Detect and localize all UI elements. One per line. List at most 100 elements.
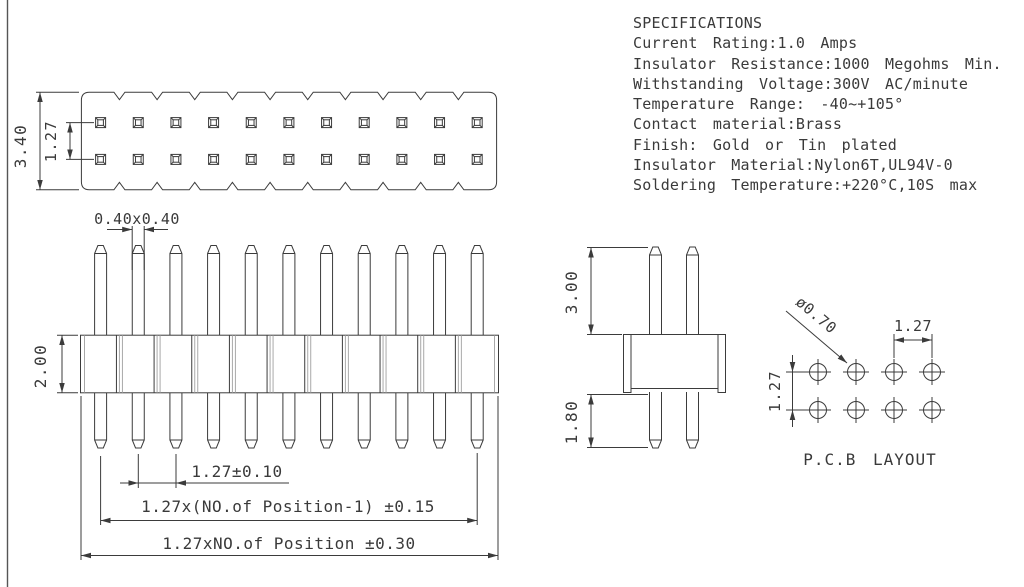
pin-bottom bbox=[686, 392, 699, 449]
spec-line: Current Rating:1.0 Amps bbox=[633, 34, 858, 53]
dim-label-pins-span: 1.27x(NO.of Position-1) ±0.15 bbox=[141, 497, 435, 516]
dim-pcb-pitch-h-lines bbox=[893, 334, 933, 358]
pin-contact bbox=[95, 117, 107, 129]
spec-line: Soldering Temperature:+220°C,10S max bbox=[633, 176, 978, 195]
spec-line: Insulator Resistance:1000 Megohms Min. bbox=[633, 54, 1002, 73]
pin-contact bbox=[208, 153, 220, 165]
pin-contact bbox=[170, 153, 182, 165]
dim-label-3-40: 3.40 bbox=[11, 124, 30, 169]
pin-top bbox=[244, 245, 258, 336]
top-view: 3.40 1.27 bbox=[11, 91, 498, 191]
pin-top bbox=[131, 245, 145, 336]
pin-top bbox=[207, 245, 221, 336]
pin-bottom bbox=[320, 392, 334, 449]
pin-top bbox=[649, 246, 662, 335]
pin-bottom bbox=[433, 392, 447, 449]
dim-top-view-height bbox=[36, 91, 79, 191]
pin-bottom bbox=[395, 392, 409, 449]
dim-top-pin-lines bbox=[587, 247, 648, 335]
pcb-hole bbox=[881, 359, 907, 385]
pin-contact bbox=[358, 153, 370, 165]
dim-body-span-lines bbox=[80, 396, 499, 560]
dim-pins-span-lines bbox=[100, 453, 478, 525]
pin-contact bbox=[170, 117, 182, 129]
dim-bottom-pin-lines bbox=[587, 394, 648, 448]
dim-label-2-00: 2.00 bbox=[31, 344, 50, 389]
end-view: 3.00 1.80 bbox=[562, 246, 726, 449]
dim-pin-pitch-lines bbox=[120, 454, 289, 488]
top-view-body-outline bbox=[80, 91, 498, 191]
pin-top bbox=[94, 245, 108, 336]
pin-contact bbox=[471, 117, 483, 129]
pin-bottom bbox=[169, 392, 183, 449]
front-view: 0.40x0.40 2.00 1.27±0. bbox=[31, 210, 499, 560]
pin-contact bbox=[471, 153, 483, 165]
specifications-block: SPECIFICATIONS Current Rating:1.0 Amps I… bbox=[633, 13, 1018, 196]
pin-bottom bbox=[470, 392, 484, 449]
hole-dia-leader-line bbox=[785, 310, 848, 364]
pin-contact bbox=[208, 117, 220, 129]
dim-label-row-pitch: 1.27 bbox=[42, 120, 60, 162]
front-view-body bbox=[80, 334, 499, 394]
pcb-hole bbox=[843, 397, 869, 423]
spec-line: Contact material:Brass bbox=[633, 115, 843, 134]
pin-contact bbox=[245, 153, 257, 165]
dim-label-pcb-pitch-h: 1.27 bbox=[894, 317, 932, 335]
pin-contact bbox=[95, 153, 107, 165]
specifications-title: SPECIFICATIONS bbox=[633, 14, 763, 32]
pin-top bbox=[686, 246, 699, 335]
pin-bottom bbox=[649, 392, 662, 449]
dim-label-1-80: 1.80 bbox=[562, 400, 581, 445]
pin-contact bbox=[283, 117, 295, 129]
pcb-holes bbox=[805, 359, 945, 423]
pin-bottom bbox=[282, 392, 296, 449]
pin-top bbox=[282, 245, 296, 336]
pin-top bbox=[357, 245, 371, 336]
pcb-layout-title: P.C.B LAYOUT bbox=[803, 450, 937, 469]
pin-contact bbox=[321, 153, 333, 165]
pcb-hole bbox=[881, 397, 907, 423]
top-view-pins bbox=[95, 117, 483, 165]
pin-contact bbox=[358, 117, 370, 129]
pcb-hole bbox=[843, 359, 869, 385]
pcb-hole bbox=[805, 359, 831, 385]
pcb-hole bbox=[805, 397, 831, 423]
dim-label-hole-dia: ø0.70 bbox=[792, 293, 840, 337]
pin-contact bbox=[132, 153, 144, 165]
pcb-hole bbox=[919, 359, 945, 385]
pin-bottom bbox=[131, 392, 145, 449]
dim-body-height-lines bbox=[57, 334, 78, 394]
pcb-hole bbox=[919, 397, 945, 423]
pin-top bbox=[169, 245, 183, 336]
spec-line: Finish: Gold or Tin plated bbox=[633, 135, 897, 154]
pin-contact bbox=[434, 117, 446, 129]
pin-bottom bbox=[244, 392, 258, 449]
end-view-pins bbox=[649, 246, 699, 449]
pin-top bbox=[320, 245, 334, 336]
end-view-body bbox=[630, 334, 719, 389]
front-view-top-pins bbox=[94, 245, 484, 336]
pin-contact bbox=[245, 117, 257, 129]
front-view-position-dividers bbox=[115, 335, 462, 393]
pin-contact bbox=[396, 153, 408, 165]
spec-line: Temperature Range: -40~+105° bbox=[633, 95, 904, 114]
end-view-left-tab bbox=[623, 334, 632, 393]
pin-top bbox=[395, 245, 409, 336]
pin-contact bbox=[396, 117, 408, 129]
pin-top bbox=[470, 245, 484, 336]
dim-label-pin-section: 0.40x0.40 bbox=[94, 210, 180, 228]
pin-bottom bbox=[94, 392, 108, 449]
pin-top bbox=[433, 245, 447, 336]
end-view-right-tab bbox=[717, 334, 726, 393]
pin-contact bbox=[434, 153, 446, 165]
dim-pcb-pitch-v-lines bbox=[786, 355, 807, 427]
dim-top-view-row-pitch bbox=[66, 122, 94, 160]
pin-contact bbox=[283, 153, 295, 165]
dim-label-body-span: 1.27xNO.of Position ±0.30 bbox=[162, 534, 415, 553]
spec-line: Withstanding Voltage:300V AC/minute bbox=[633, 74, 969, 93]
pin-contact bbox=[132, 117, 144, 129]
pin-bottom bbox=[357, 392, 371, 449]
dim-label-pin-pitch: 1.27±0.10 bbox=[191, 462, 282, 481]
